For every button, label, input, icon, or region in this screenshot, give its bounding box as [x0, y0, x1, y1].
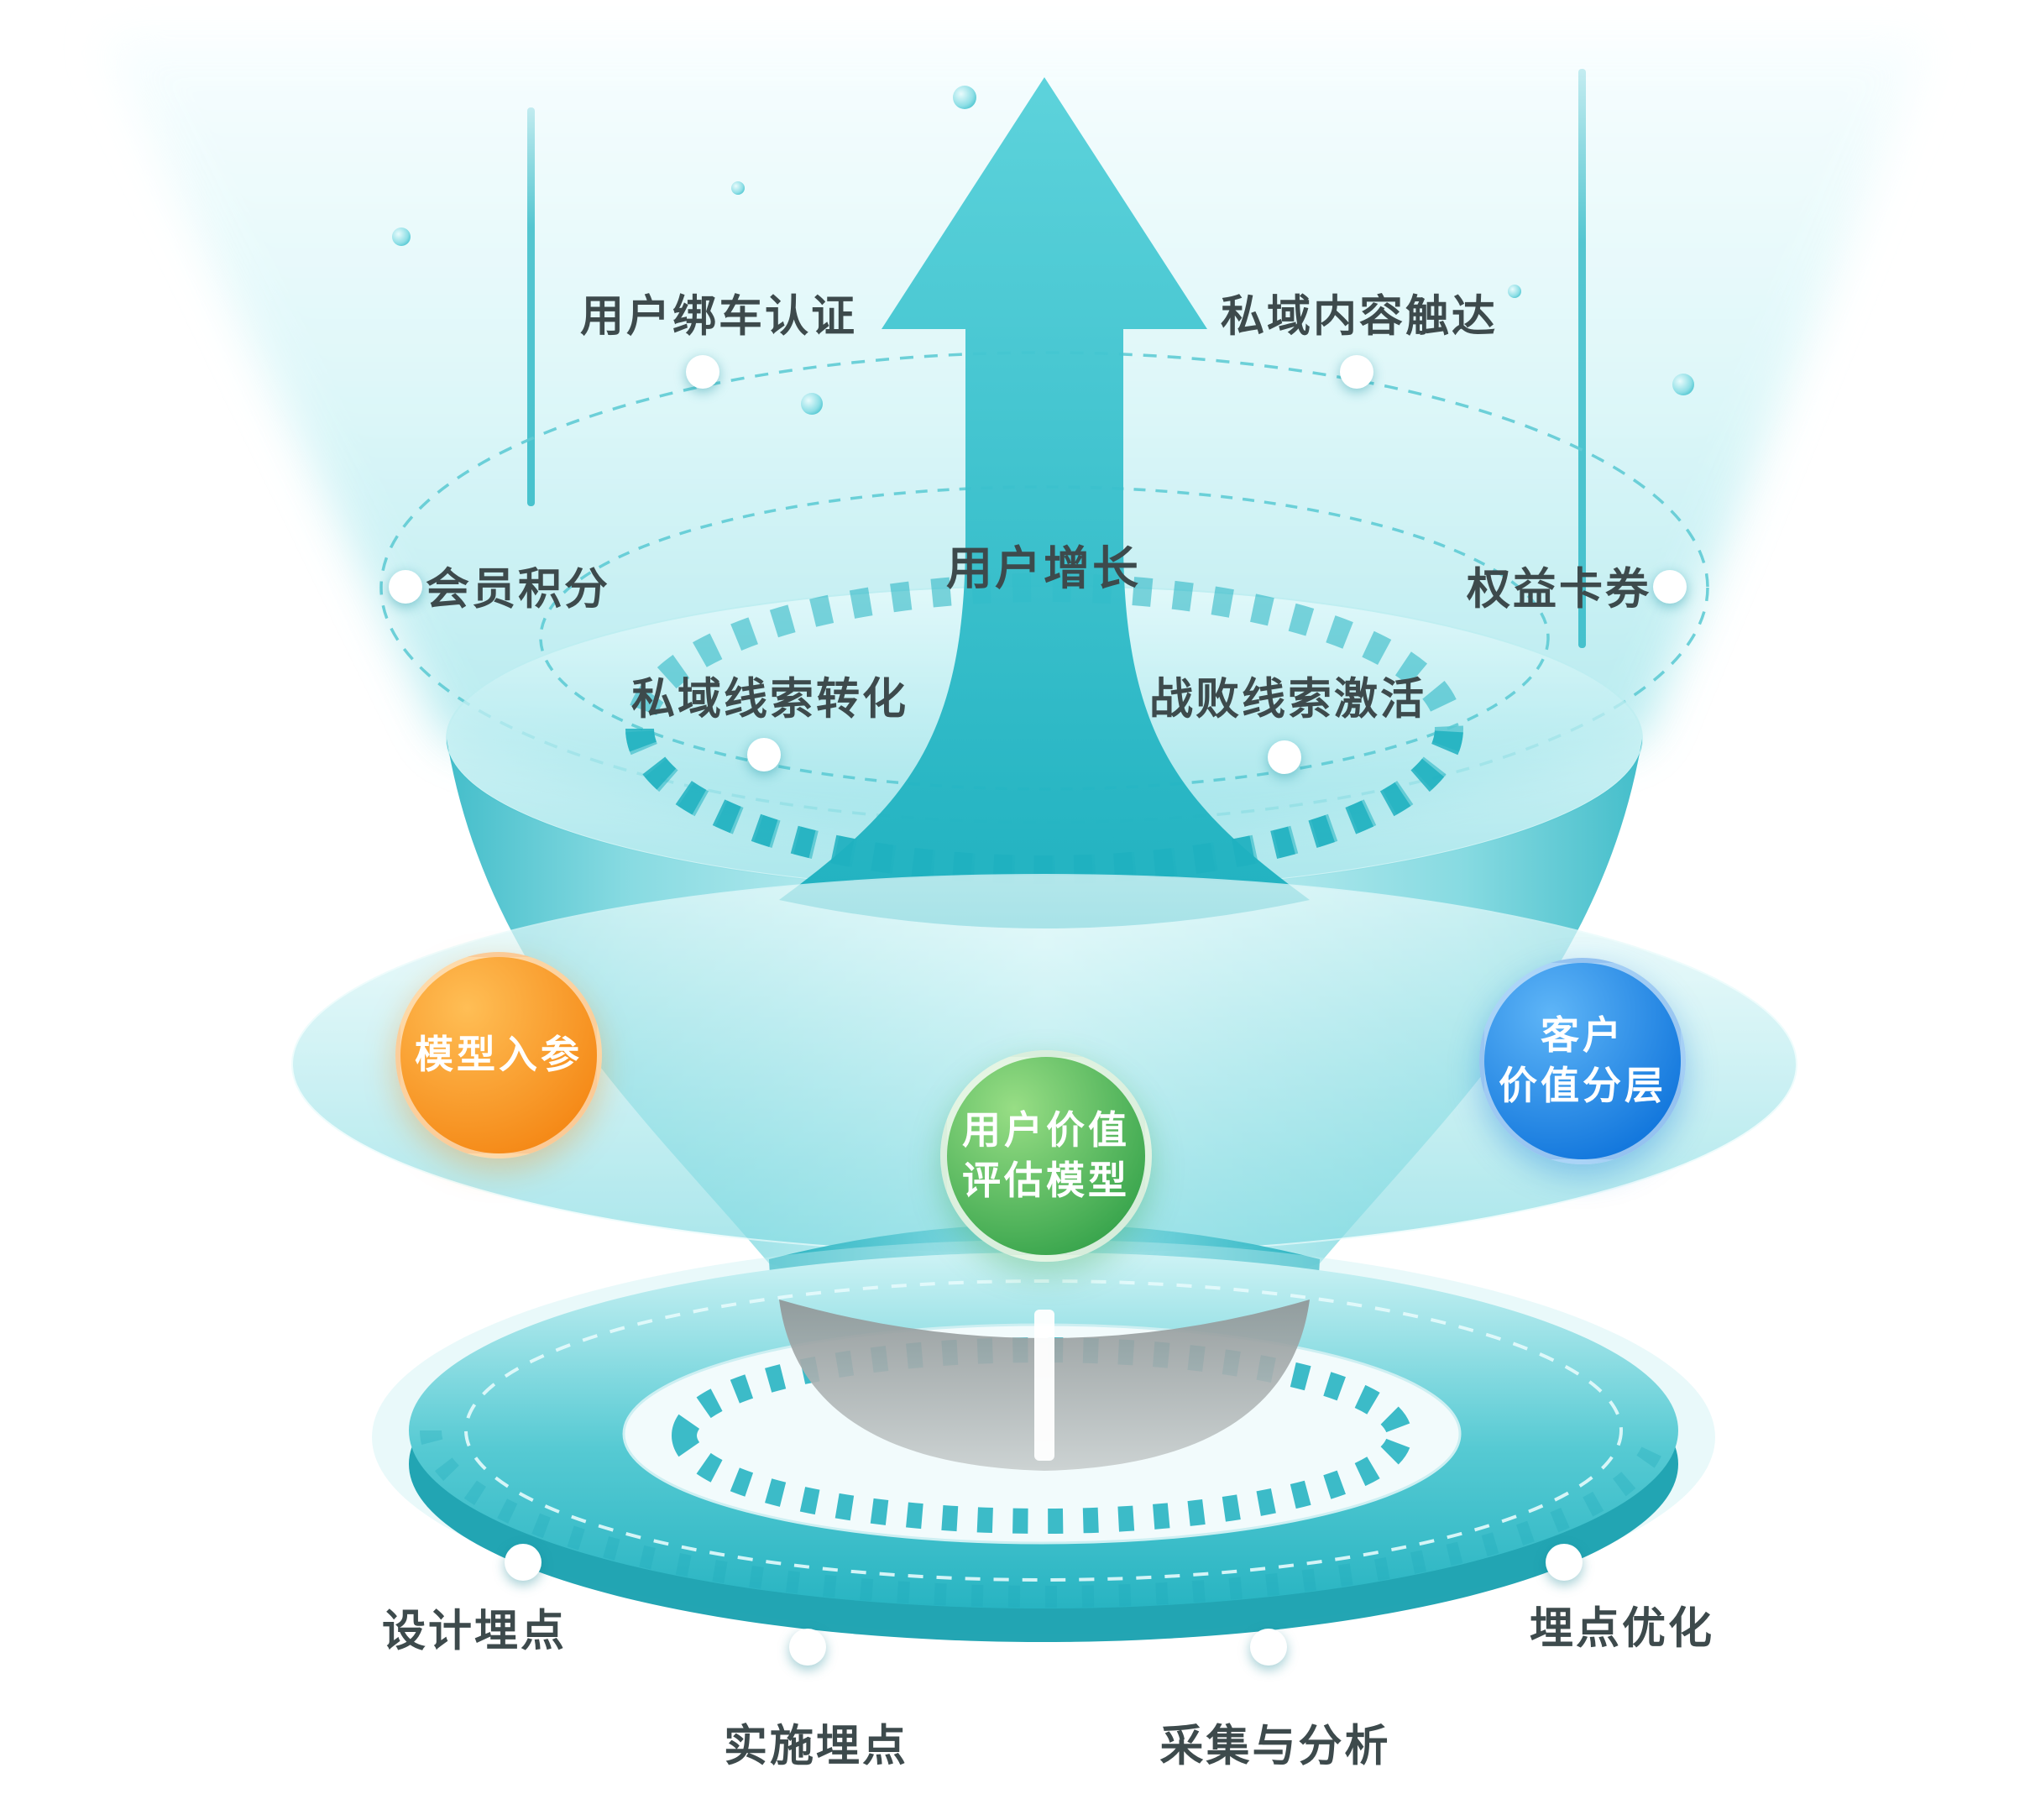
- marker-dot-collect-analyze: [1250, 1629, 1287, 1666]
- mouth-tick-ring-front: [625, 728, 1463, 884]
- node-user-value-model: 用户价值 评估模型: [940, 1050, 1152, 1262]
- marker-dot-private-lead: [747, 738, 781, 771]
- node-customer-value-line2: 价值分层: [1499, 1064, 1666, 1107]
- label-private-lead-conversion: 私域线索转化: [630, 675, 909, 724]
- label-user-growth: 用户增长: [945, 542, 1142, 594]
- label-private-content-reach: 私域内容触达: [1220, 292, 1499, 342]
- label-member-points: 会员积分: [425, 565, 611, 615]
- node-model-input: 模型入参: [395, 952, 602, 1158]
- node-user-value-line1: 用户价值: [962, 1108, 1130, 1153]
- node-customer-value-line1: 客户: [1541, 1013, 1625, 1058]
- outer-dashed-orbit: [379, 351, 1709, 824]
- node-model-input-label: 模型入参: [415, 1033, 583, 1077]
- label-benefit-coupons: 权益卡券: [1466, 565, 1652, 615]
- marker-dot-private-content-reach: [1340, 355, 1373, 389]
- label-tracking-optimization: 埋点优化: [1529, 1604, 1715, 1654]
- marker-dot-tracking-optimize: [1546, 1544, 1583, 1581]
- accent-line-left: [527, 107, 535, 506]
- marker-dot-implement-tracking: [789, 1629, 826, 1666]
- marker-dot-member-points: [389, 570, 422, 604]
- accent-line-right: [1578, 69, 1586, 648]
- node-customer-value-tiering: 客户 价值分层: [1479, 958, 1686, 1164]
- grey-cone: [779, 1300, 1310, 1471]
- label-collect-analyze: 采集与分析: [1159, 1722, 1391, 1771]
- label-implement-tracking: 实施埋点: [723, 1722, 909, 1771]
- bubbles: [392, 86, 1694, 415]
- label-design-tracking: 设计埋点: [381, 1607, 568, 1656]
- growth-arrow: [779, 77, 1310, 928]
- node-user-value-line2: 评估模型: [962, 1158, 1130, 1202]
- label-user-bind-auth: 用户绑车认证: [579, 292, 858, 342]
- label-lost-lead-activation: 战败线索激活: [1148, 675, 1427, 724]
- ring-dashed-orbit: [464, 1279, 1623, 1582]
- marker-dot-user-bind-auth: [686, 355, 719, 389]
- marker-dot-design-tracking: [505, 1544, 542, 1581]
- marker-dot-benefit-coupons: [1653, 570, 1687, 604]
- marker-dot-lost-lead: [1268, 740, 1301, 774]
- cone-slit: [1034, 1310, 1054, 1461]
